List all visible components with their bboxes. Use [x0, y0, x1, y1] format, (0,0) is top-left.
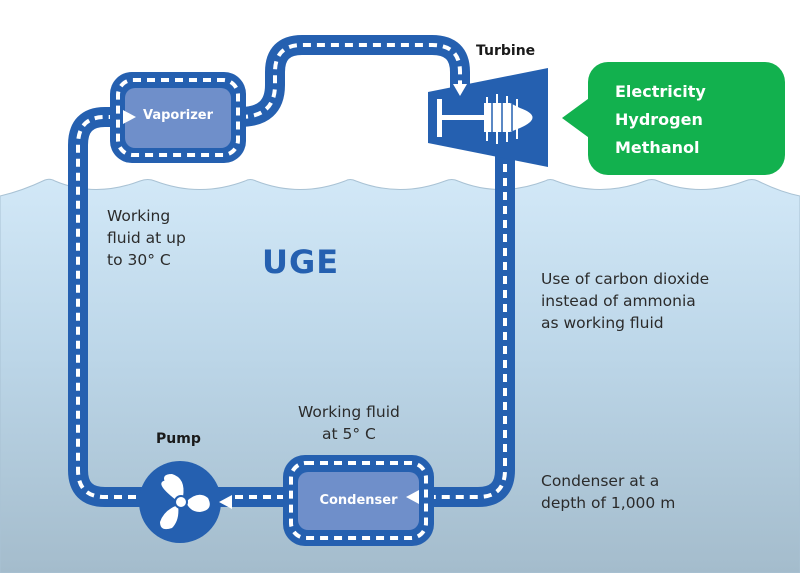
condenser-label: Condenser [319, 493, 398, 508]
turbine-inlet-arrow-icon [453, 84, 467, 96]
cold-fluid-note: Working fluid at 5° C [298, 403, 400, 443]
flow-arrow-icon [123, 110, 136, 124]
output-list: Electricity Hydrogen Methanol [615, 78, 706, 162]
pump-inlet-arrow-icon [219, 495, 232, 509]
depth-note: Condenser at a depth of 1,000 m [541, 472, 676, 512]
output-methanol: Methanol [615, 138, 700, 157]
uge-title: UGE [262, 243, 340, 281]
turbine-icon [428, 68, 548, 167]
pump-label: Pump [156, 431, 201, 447]
output-callout [562, 62, 785, 175]
turbine-label: Turbine [476, 43, 536, 59]
warm-fluid-note: Working fluid at up to 30° C [107, 207, 186, 269]
vaporizer-unit [110, 72, 246, 163]
condenser-unit [283, 455, 434, 546]
condenser-inlet-arrow-icon [406, 490, 419, 504]
pipe-loop [68, 35, 515, 507]
co2-note: Use of carbon dioxide instead of ammonia… [541, 270, 710, 332]
output-hydrogen: Hydrogen [615, 110, 703, 129]
output-electricity: Electricity [615, 82, 706, 101]
vaporizer-label: Vaporizer [142, 108, 214, 123]
pump-propeller-icon [139, 461, 221, 543]
